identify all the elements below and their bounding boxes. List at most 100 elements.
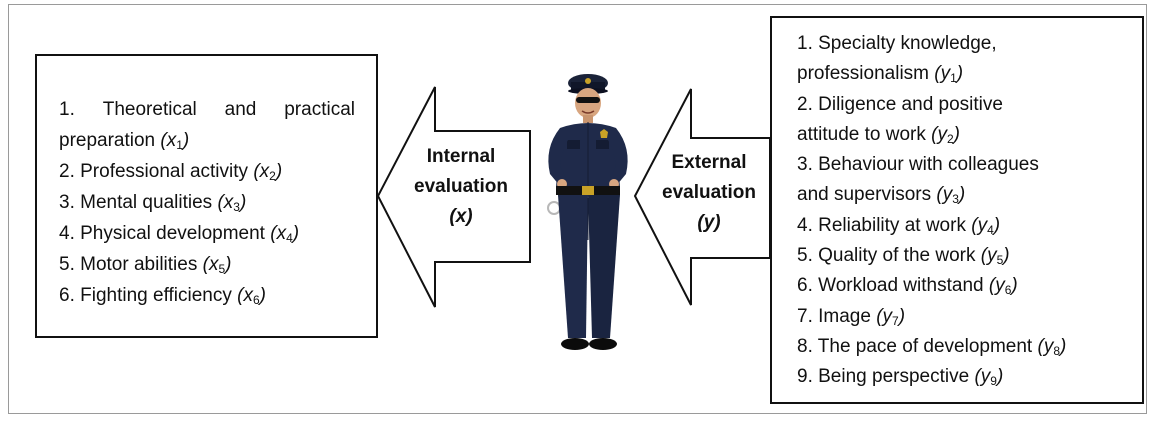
internal-line1: Internal <box>426 146 496 167</box>
item-label: 5. Quality of the work <box>797 245 976 267</box>
variable-subscript: 4 <box>286 231 293 245</box>
variable: (x3) <box>217 192 247 214</box>
list-item-continuation: professionalism (y1) <box>797 59 1137 89</box>
variable-letter: x <box>276 223 287 244</box>
item-label: 6. Workload withstand <box>797 275 984 297</box>
variable: (y9) <box>974 366 1004 389</box>
variable-letter: x <box>223 192 234 213</box>
list-item: 5. Quality of the work (y5) <box>797 241 1137 271</box>
variable-letter: y <box>882 305 893 327</box>
list-item: 9. Being perspective (y9) <box>797 362 1137 392</box>
variable-subscript: 5 <box>218 262 226 276</box>
variable-subscript: 6 <box>252 293 260 307</box>
external-criteria-box: 1. Specialty knowledge, professionalism (… <box>770 16 1144 404</box>
variable: (y6) <box>988 275 1018 298</box>
item-continuation: attitude to work <box>797 123 926 145</box>
variable-letter: y <box>980 366 991 388</box>
list-item: 1. Specialty knowledge, <box>797 29 1137 59</box>
list-item: 2. Professional activity (x2) <box>59 156 359 187</box>
variable: (y7) <box>876 305 906 328</box>
item-continuation: and supervisors <box>797 184 932 206</box>
list-item: 1. Theoretical and practical <box>59 94 355 125</box>
variable-letter: y <box>940 63 951 85</box>
list-item-continuation: attitude to work (y2) <box>797 120 1137 150</box>
variable-letter: x <box>166 130 177 151</box>
list-item-continuation: preparation (x1) <box>59 125 359 156</box>
variable: (x1) <box>160 130 190 152</box>
variable-letter: y <box>977 214 988 236</box>
variable-subscript: 2 <box>946 131 954 146</box>
variable-subscript: 4 <box>987 222 994 237</box>
internal-evaluation-label: Internal evaluation (x) <box>398 142 524 232</box>
item-label: 6. Fighting efficiency <box>59 285 232 306</box>
item-label: 4. Reliability at work <box>797 214 966 236</box>
item-label: 3. Behaviour with colleagues <box>797 154 1039 176</box>
list-item: 4. Reliability at work (y4) <box>797 211 1137 241</box>
internal-criteria-box: 1. Theoretical and practical preparation (x1… <box>35 54 378 338</box>
variable-letter: y <box>937 123 947 145</box>
variable: (x6) <box>237 285 266 307</box>
police-officer-figure <box>547 74 628 350</box>
variable-letter: y <box>942 184 953 206</box>
variable-letter: y <box>1043 335 1054 357</box>
variable: (y3) <box>936 184 966 207</box>
external-line1: External <box>671 152 747 173</box>
variable: (y1) <box>934 63 964 86</box>
item-continuation: preparation <box>59 130 156 151</box>
variable: (y8) <box>1037 335 1067 358</box>
external-var: (y) <box>697 212 721 233</box>
variable-subscript: 9 <box>990 374 997 389</box>
variable: (y2) <box>931 123 960 146</box>
list-item: 3. Mental qualities (x3) <box>59 187 359 218</box>
external-evaluation-label: External evaluation (y) <box>646 148 772 238</box>
item-number: 1. <box>59 99 75 120</box>
variable-letter: y <box>987 245 997 267</box>
variable-subscript: 6 <box>1004 283 1012 298</box>
list-item: 6. Workload withstand (y6) <box>797 271 1137 301</box>
external-criteria-list: 1. Specialty knowledge, professionalism (… <box>797 29 1137 393</box>
list-item: 3. Behaviour with colleagues <box>797 150 1137 180</box>
item-label: 5. Motor abilities <box>59 254 198 275</box>
variable-letter: x <box>259 161 270 182</box>
variable: (y4) <box>971 214 1001 237</box>
variable-subscript: 2 <box>269 169 276 183</box>
item-label: 8. The pace of development <box>797 335 1033 357</box>
item-label: 2. Diligence and positive <box>797 93 1003 115</box>
item-label: 1. Specialty knowledge, <box>797 33 997 54</box>
figure-frame <box>8 4 1147 414</box>
internal-evaluation-arrow <box>376 86 531 308</box>
internal-criteria-list: 1. Theoretical and practical preparation (x1… <box>59 94 359 311</box>
variable-subscript: 5 <box>996 253 1004 268</box>
list-item: 7. Image (y7) <box>797 302 1137 332</box>
variable: (x5) <box>202 254 232 276</box>
list-item: 2. Diligence and positive <box>797 90 1137 120</box>
item-word: and <box>224 99 257 120</box>
item-label: 7. Image <box>797 305 871 327</box>
internal-line2: evaluation <box>414 176 508 197</box>
item-word: practical <box>284 99 355 120</box>
variable-letter: x <box>208 254 219 275</box>
variable: (x4) <box>270 223 300 245</box>
item-label: 9. Being perspective <box>797 366 970 388</box>
variable-subscript: 8 <box>1053 343 1060 358</box>
variable-subscript: 3 <box>952 192 959 207</box>
list-item: 8. The pace of development (y8) <box>797 332 1137 362</box>
variable-letter: x <box>243 285 253 306</box>
list-item: 6. Fighting efficiency (x6) <box>59 280 359 311</box>
variable: (y5) <box>980 245 1010 268</box>
item-label: 2. Professional activity <box>59 161 249 182</box>
item-continuation: professionalism <box>797 63 929 85</box>
list-item-continuation: and supervisors (y3) <box>797 180 1137 210</box>
internal-var: (x) <box>449 206 473 227</box>
variable-letter: y <box>995 275 1005 297</box>
variable-subscript: 7 <box>892 313 899 328</box>
list-item: 4. Physical development (x4) <box>59 218 359 249</box>
external-line2: evaluation <box>662 182 756 203</box>
item-label: 4. Physical development <box>59 223 265 244</box>
item-label: 3. Mental qualities <box>59 192 213 213</box>
item-word: Theoretical <box>102 99 197 120</box>
variable: (x2) <box>253 161 283 183</box>
list-item: 5. Motor abilities (x5) <box>59 249 359 280</box>
variable-subscript: 1 <box>950 71 957 86</box>
